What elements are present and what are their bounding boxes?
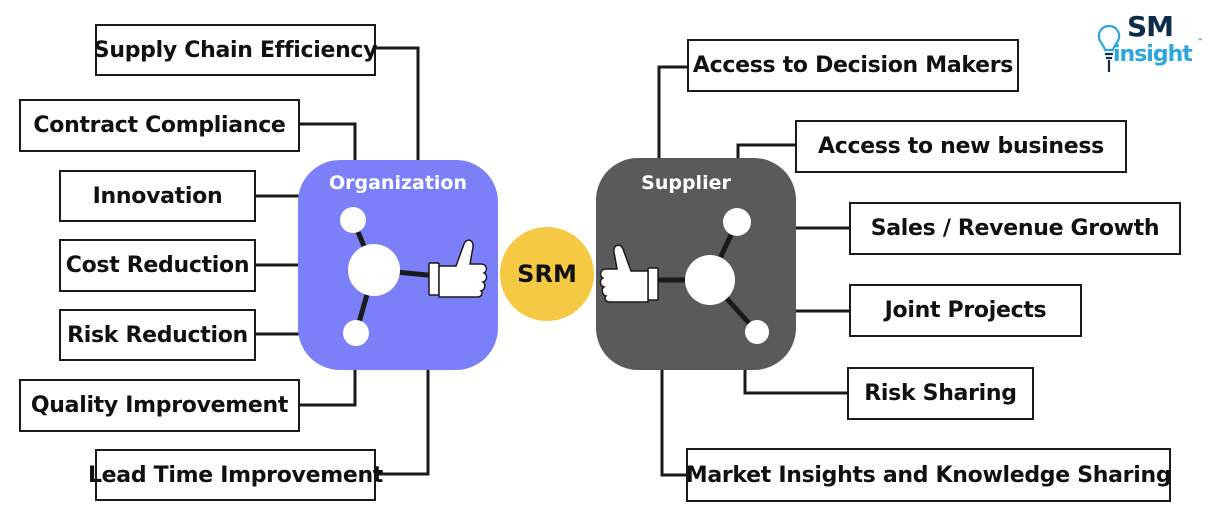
logo-trademark: ™ xyxy=(1197,38,1203,45)
org-item-innovation: Innovation xyxy=(59,170,256,222)
sup-item-access-decision-makers: Access to Decision Makers xyxy=(687,39,1019,92)
connector-quality-improvement xyxy=(299,367,357,407)
logo-sm-text: SM xyxy=(1127,10,1174,43)
organization-title: Organization xyxy=(328,172,468,194)
logo-insight-text: insight xyxy=(1113,42,1193,67)
org-item-cost-reduction: Cost Reduction xyxy=(59,239,256,292)
sup-item-market-insights: Market Insights and Knowledge Sharing xyxy=(686,448,1172,502)
sup-item-access-new-business: Access to new business xyxy=(795,120,1127,173)
srm-center-circle: SRM xyxy=(500,227,594,321)
connector-access-decision-makers xyxy=(657,65,688,160)
sm-insight-logo: SM insight ™ xyxy=(1097,10,1203,82)
sup-item-risk-sharing: Risk Sharing xyxy=(847,367,1034,420)
org-item-quality-improvement: Quality Improvement xyxy=(19,379,300,432)
connector-risk-sharing xyxy=(743,367,848,395)
lightbulb-icon xyxy=(1097,24,1121,72)
supplier-thumbs-up-icon xyxy=(599,244,659,303)
connector-supply-chain-efficiency xyxy=(376,46,420,163)
sup-item-sales-revenue-growth: Sales / Revenue Growth xyxy=(849,202,1181,255)
connector-access-new-business xyxy=(736,143,795,160)
connector-market-insights xyxy=(660,367,687,477)
sup-item-joint-projects: Joint Projects xyxy=(849,284,1082,337)
org-item-risk-reduction: Risk Reduction xyxy=(59,309,256,361)
supplier-title: Supplier xyxy=(641,172,731,194)
org-item-contract-compliance: Contract Compliance xyxy=(19,99,300,152)
srm-label: SRM xyxy=(517,260,577,288)
org-item-supply-chain-efficiency: Supply Chain Efficiency xyxy=(94,24,378,76)
connector-contract-compliance xyxy=(299,122,357,163)
organization-thumbs-up-icon xyxy=(428,239,488,298)
supplier-network-icon xyxy=(599,208,769,344)
org-item-lead-time-improvement: Lead Time Improvement xyxy=(88,449,383,501)
organization-network-icon xyxy=(340,207,488,346)
connector-lead-time-improvement xyxy=(376,367,430,476)
